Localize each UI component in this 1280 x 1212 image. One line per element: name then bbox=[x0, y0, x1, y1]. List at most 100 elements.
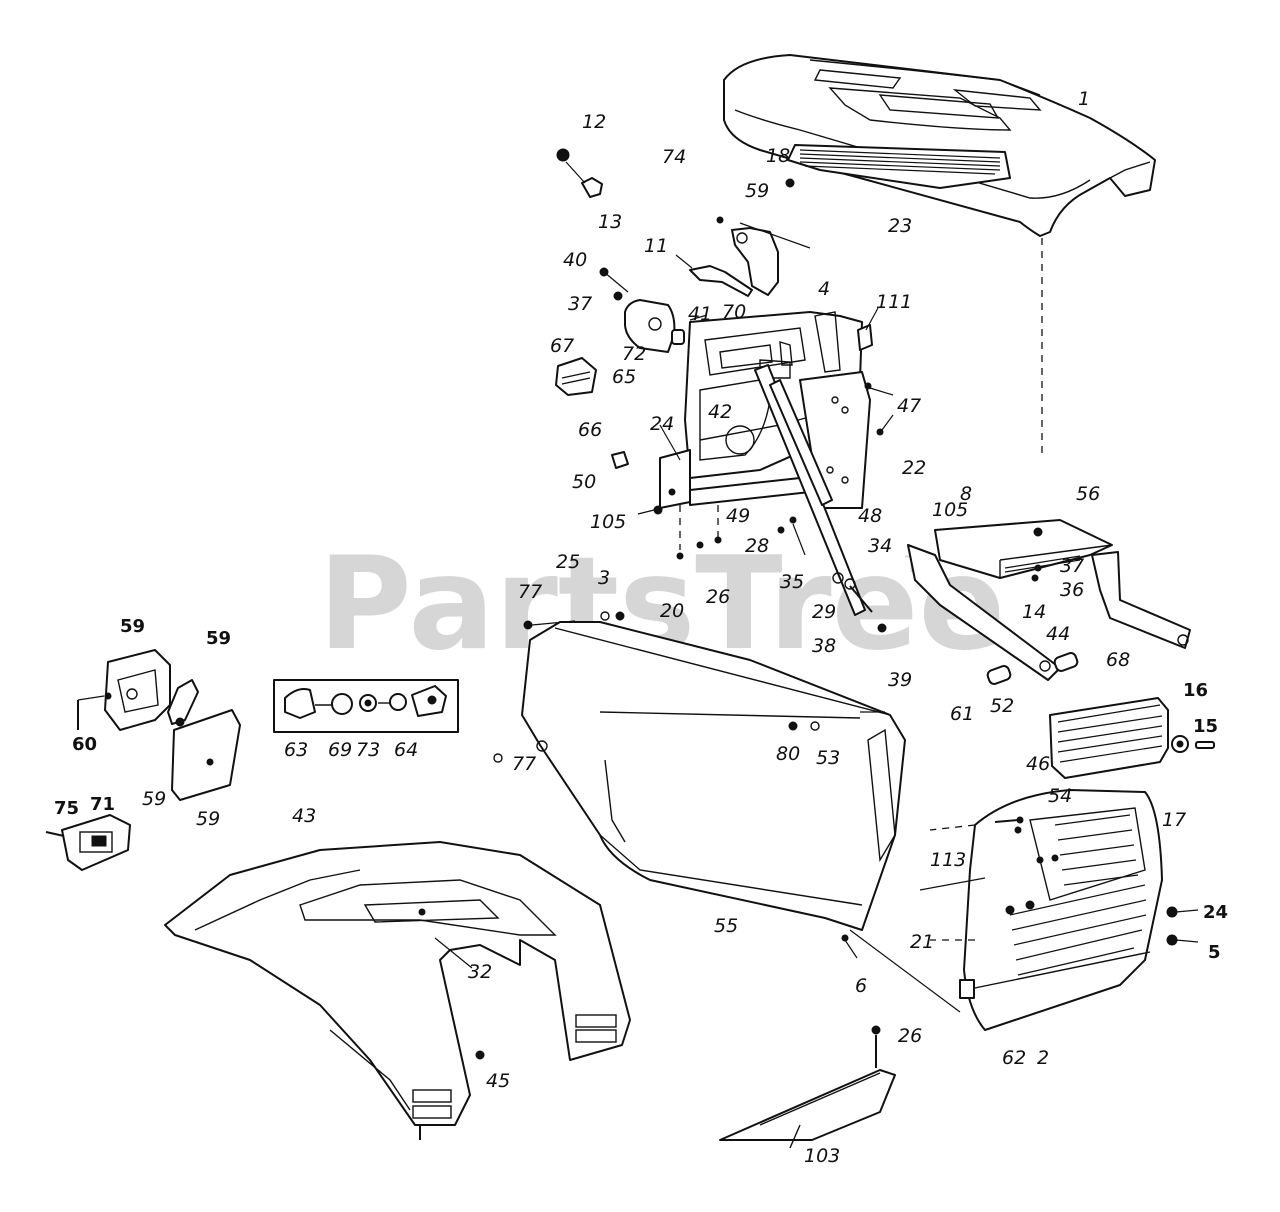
callout-44: 44 bbox=[1046, 623, 1070, 645]
callout-25: 25 bbox=[556, 551, 580, 573]
part-bolt-24 bbox=[1166, 906, 1199, 946]
part-support-rod bbox=[754, 364, 887, 633]
callout-24-top: 24 bbox=[650, 413, 674, 435]
callout-16: 16 bbox=[1183, 680, 1208, 701]
callout-21: 21 bbox=[910, 931, 934, 953]
callout-40: 40 bbox=[563, 249, 587, 271]
part-screw-61 bbox=[994, 816, 1024, 824]
callout-69: 69 bbox=[328, 739, 352, 761]
callout-6: 6 bbox=[855, 975, 867, 997]
callout-28: 28 bbox=[745, 535, 769, 557]
part-support-arms-14 bbox=[907, 544, 1191, 681]
part-bottom-shield-103 bbox=[719, 1025, 896, 1149]
callout-12: 12 bbox=[582, 111, 606, 133]
callout-22: 22 bbox=[902, 457, 926, 479]
callout-59-top: 59 bbox=[745, 180, 769, 202]
callout-74: 74 bbox=[662, 146, 686, 168]
callout-32: 32 bbox=[468, 961, 492, 983]
part-pin-70 bbox=[671, 314, 708, 345]
callout-53: 53 bbox=[816, 747, 840, 769]
part-rear-fender-43 bbox=[164, 841, 631, 1140]
callout-17: 17 bbox=[1162, 809, 1186, 831]
callout-67: 67 bbox=[550, 335, 574, 357]
part-lever-11 bbox=[675, 254, 753, 297]
callout-66: 66 bbox=[578, 419, 602, 441]
callout-13: 13 bbox=[598, 211, 622, 233]
callout-63: 63 bbox=[284, 739, 308, 761]
callout-56: 56 bbox=[1076, 483, 1100, 505]
callout-46: 46 bbox=[1026, 753, 1050, 775]
part-battery-tray-8 bbox=[932, 519, 1113, 586]
callout-36: 36 bbox=[1060, 579, 1084, 601]
callout-103: 103 bbox=[804, 1145, 840, 1167]
callout-59-c: 59 bbox=[142, 788, 166, 810]
callout-5: 5 bbox=[1208, 942, 1221, 963]
callout-65: 65 bbox=[612, 366, 636, 388]
callout-59-d: 59 bbox=[196, 808, 220, 830]
callout-55: 55 bbox=[714, 915, 738, 937]
callout-64: 64 bbox=[394, 739, 418, 761]
callout-52: 52 bbox=[990, 695, 1014, 717]
part-front-panel-55 bbox=[521, 621, 961, 1013]
callout-105-left: 105 bbox=[590, 511, 626, 533]
part-bracket-67 bbox=[555, 357, 597, 396]
part-dash-support-49 bbox=[637, 424, 811, 560]
callout-38: 38 bbox=[812, 635, 836, 657]
callout-77-bottom: 77 bbox=[512, 753, 536, 775]
part-kit-box bbox=[273, 679, 459, 733]
part-hood-top bbox=[723, 54, 1156, 237]
callout-50: 50 bbox=[572, 471, 596, 493]
callout-8: 8 bbox=[960, 483, 972, 505]
callout-15: 15 bbox=[1193, 716, 1218, 737]
callout-18: 18 bbox=[766, 145, 790, 167]
part-clip-111 bbox=[857, 307, 879, 351]
part-front-nose-21 bbox=[919, 789, 1163, 1031]
part-throttle-bracket bbox=[716, 216, 811, 296]
callout-2: 2 bbox=[1037, 1047, 1049, 1069]
callout-49: 49 bbox=[726, 505, 750, 527]
callout-62: 62 bbox=[1002, 1047, 1026, 1069]
part-headlight-lens-68 bbox=[1049, 697, 1169, 779]
part-switch-housing-59 bbox=[77, 649, 241, 801]
callout-105-right: 105 bbox=[932, 499, 968, 521]
part-clip-66 bbox=[611, 451, 629, 469]
callout-20: 20 bbox=[660, 600, 684, 622]
part-ignition-41 bbox=[599, 267, 676, 353]
callout-77-top: 77 bbox=[518, 581, 542, 603]
callout-37-left: 37 bbox=[568, 293, 592, 315]
callout-37-right: 37 bbox=[1060, 555, 1084, 577]
callout-60: 60 bbox=[72, 734, 97, 755]
callout-41: 41 bbox=[688, 303, 712, 325]
callout-59-a: 59 bbox=[120, 616, 145, 637]
part-hardware-77 bbox=[493, 611, 625, 763]
callout-39: 39 bbox=[888, 669, 912, 691]
callout-11: 11 bbox=[644, 235, 668, 257]
callout-48: 48 bbox=[858, 505, 882, 527]
callout-35: 35 bbox=[780, 571, 804, 593]
callout-61: 61 bbox=[950, 703, 974, 725]
callout-72: 72 bbox=[622, 343, 646, 365]
part-fastener-16 bbox=[1171, 735, 1215, 753]
callout-42: 42 bbox=[708, 401, 732, 423]
callout-70: 70 bbox=[722, 301, 746, 323]
callout-73: 73 bbox=[356, 739, 380, 761]
callout-111: 111 bbox=[876, 291, 912, 313]
part-hood-screen bbox=[785, 144, 1011, 189]
callout-68: 68 bbox=[1106, 649, 1130, 671]
callout-4: 4 bbox=[818, 278, 830, 300]
callout-14: 14 bbox=[1022, 601, 1046, 623]
callout-26-bottom: 26 bbox=[898, 1025, 922, 1047]
callout-80: 80 bbox=[776, 743, 800, 765]
callout-59-b: 59 bbox=[206, 628, 231, 649]
callout-54: 54 bbox=[1048, 785, 1072, 807]
part-switch-71 bbox=[45, 814, 131, 871]
callout-24-right: 24 bbox=[1203, 902, 1228, 923]
callout-45: 45 bbox=[486, 1070, 510, 1092]
callout-43: 43 bbox=[292, 805, 316, 827]
callout-3: 3 bbox=[598, 567, 610, 589]
callout-113: 113 bbox=[930, 849, 966, 871]
callout-26-top: 26 bbox=[706, 586, 730, 608]
callout-29: 29 bbox=[812, 601, 836, 623]
